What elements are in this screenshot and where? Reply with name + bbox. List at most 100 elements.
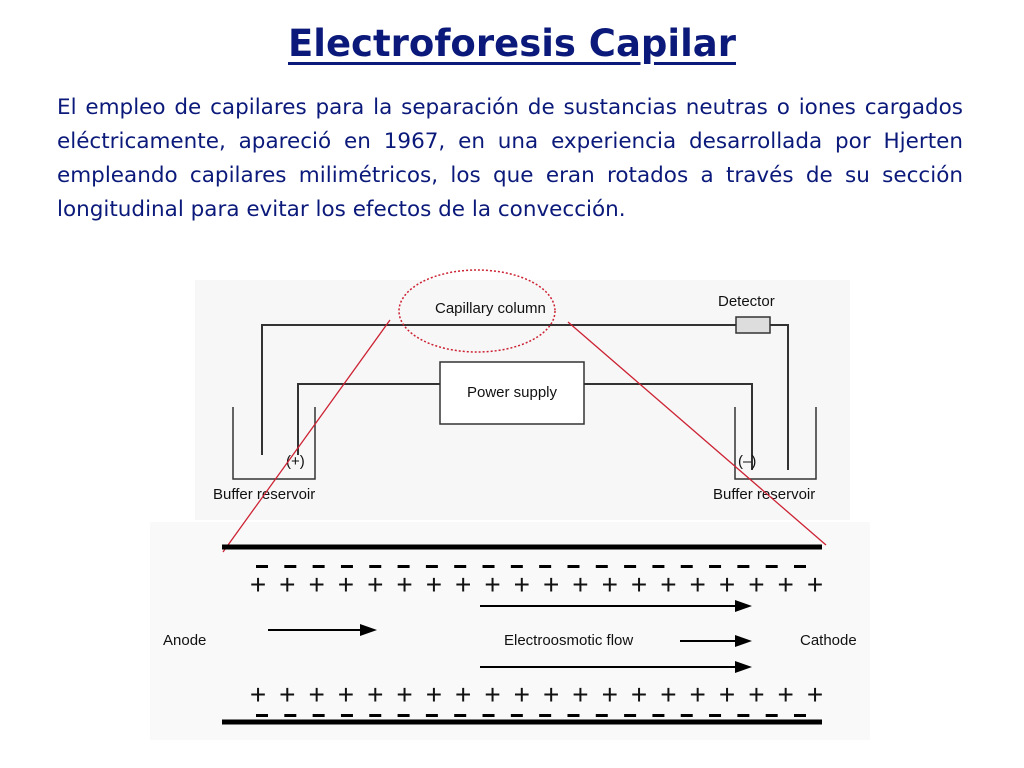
- positive-charge: +: [631, 569, 647, 600]
- capillary-wire: [261, 324, 736, 455]
- negative-charge: [595, 714, 608, 717]
- positive-charge: +: [719, 679, 735, 710]
- negative-charge: [765, 565, 778, 568]
- negative-charge: [680, 565, 693, 568]
- positive-charge: +: [455, 569, 471, 600]
- negative-charge: [624, 714, 637, 717]
- positive-charge: +: [543, 679, 559, 710]
- positive-charge: +: [807, 569, 823, 600]
- zoom-line-left: [222, 319, 391, 553]
- positive-charge: +: [602, 569, 618, 600]
- negative-charge: [624, 565, 637, 568]
- negative-charge: [340, 565, 353, 568]
- positive-charges-bottom: ++++++++++++++++++++: [250, 679, 823, 710]
- positive-charge: +: [426, 679, 442, 710]
- positive-charge: +: [572, 679, 588, 710]
- negative-charge: [737, 714, 750, 717]
- negative-charge: [709, 714, 722, 717]
- negative-charge: [454, 714, 467, 717]
- positive-charge: +: [396, 679, 412, 710]
- negative-charge: [340, 714, 353, 717]
- negative-charge: [539, 565, 552, 568]
- negative-charge: [652, 565, 665, 568]
- detector-wire: [770, 324, 789, 470]
- positive-charges-top: ++++++++++++++++++++: [250, 569, 823, 600]
- cathode-label: Cathode: [800, 632, 857, 649]
- negative-charge: [765, 714, 778, 717]
- flow-arrow-bottom: [480, 661, 752, 673]
- right-buffer-reservoir: [734, 407, 817, 480]
- negative-charge: [454, 565, 467, 568]
- power-supply-label: Power supply: [467, 384, 558, 401]
- positive-charge: +: [660, 569, 676, 600]
- negative-charge: [567, 565, 580, 568]
- positive-charge: +: [807, 679, 823, 710]
- positive-charge: +: [396, 569, 412, 600]
- left-buffer-reservoir: [232, 407, 316, 480]
- negative-charge: [510, 714, 523, 717]
- positive-charge: +: [719, 569, 735, 600]
- wall-negative-charges-bottom: [256, 714, 806, 717]
- slide-title: Electroforesis Capilar: [288, 22, 736, 65]
- positive-charge: +: [484, 569, 500, 600]
- positive-charge: +: [338, 569, 354, 600]
- negative-charge: [567, 714, 580, 717]
- negative-charge: [425, 565, 438, 568]
- left-power-wire: [297, 383, 440, 455]
- positive-charge: +: [748, 679, 764, 710]
- negative-charge: [284, 565, 297, 568]
- negative-charge: [397, 714, 410, 717]
- negative-charge: [425, 714, 438, 717]
- negative-charge: [794, 565, 806, 568]
- negative-charge: [680, 714, 693, 717]
- positive-charge: +: [250, 679, 266, 710]
- negative-charge: [284, 714, 297, 717]
- positive-charge: +: [748, 569, 764, 600]
- positive-charge: +: [279, 569, 295, 600]
- power-supply-box: [439, 361, 585, 425]
- positive-charge: +: [778, 569, 794, 600]
- positive-charge: +: [602, 679, 618, 710]
- positive-charge: +: [367, 679, 383, 710]
- negative-charge: [652, 714, 665, 717]
- positive-charge: +: [250, 569, 266, 600]
- negative-charge: [256, 565, 268, 568]
- wall-negative-charges-top: [256, 565, 806, 568]
- anode-label: Anode: [163, 632, 206, 649]
- negative-charge: [256, 714, 268, 717]
- positive-charge: +: [660, 679, 676, 710]
- negative-charge: [312, 714, 325, 717]
- detector-label: Detector: [718, 293, 775, 310]
- positive-charge: +: [426, 569, 442, 600]
- positive-charge: +: [367, 569, 383, 600]
- negative-charge: [510, 565, 523, 568]
- negative-charge: [397, 565, 410, 568]
- flow-arrow-middle: [680, 635, 752, 647]
- positive-charge: +: [308, 569, 324, 600]
- positive-charge: +: [308, 679, 324, 710]
- negative-charge: [737, 565, 750, 568]
- detector-box: [735, 316, 771, 334]
- flow-arrow-top: [480, 600, 752, 612]
- right-polarity-label: (–): [738, 453, 756, 470]
- positive-charge: +: [338, 679, 354, 710]
- negative-charge: [482, 714, 495, 717]
- positive-charge: +: [514, 569, 530, 600]
- electroosmotic-flow-label: Electroosmotic flow: [504, 632, 633, 649]
- positive-charge: +: [631, 679, 647, 710]
- negative-charge: [539, 714, 552, 717]
- negative-charge: [312, 565, 325, 568]
- negative-charge: [595, 565, 608, 568]
- intro-paragraph: El empleo de capilares para la separació…: [57, 95, 963, 222]
- negative-charge: [794, 714, 806, 717]
- negative-charge: [369, 714, 382, 717]
- positive-charge: +: [690, 569, 706, 600]
- negative-charge: [369, 565, 382, 568]
- positive-charge: +: [690, 679, 706, 710]
- positive-charge: +: [484, 679, 500, 710]
- capillary-column-label: Capillary column: [435, 300, 546, 317]
- positive-charge: +: [778, 679, 794, 710]
- zoom-line-right: [567, 321, 827, 546]
- positive-charge: +: [572, 569, 588, 600]
- positive-charge: +: [455, 679, 471, 710]
